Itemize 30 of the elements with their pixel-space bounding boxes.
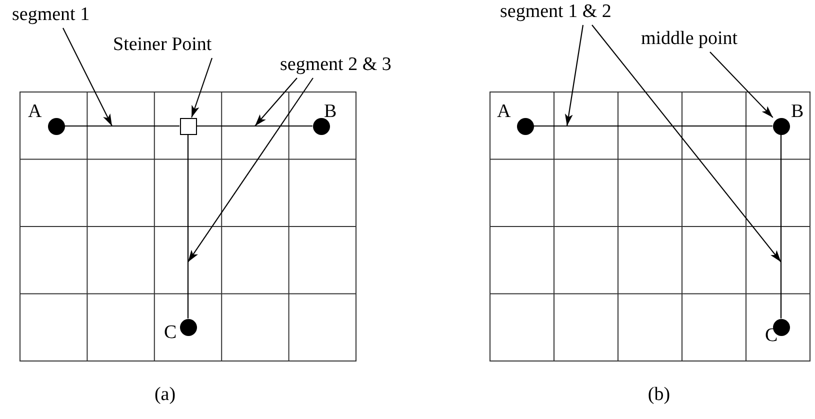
callout-label: middle point — [641, 29, 738, 49]
callout-label: segment 1 — [12, 5, 90, 25]
leader-line — [592, 24, 782, 262]
point-label: C — [164, 323, 177, 343]
route-wire — [196, 125, 312, 127]
terminal-dot — [772, 118, 790, 134]
route-wire — [64, 125, 180, 127]
leader-line — [62, 28, 112, 126]
route-wire — [534, 125, 772, 127]
point-label: B — [791, 102, 804, 122]
leader-line — [254, 78, 298, 126]
terminal-dot — [180, 318, 196, 336]
leader-line — [188, 78, 314, 262]
terminal-dot — [516, 118, 534, 134]
panel-caption: (b) — [648, 385, 670, 405]
leader-line — [191, 58, 213, 118]
terminal-dot — [312, 118, 330, 134]
point-label: A — [28, 102, 42, 122]
panel-caption: (a) — [154, 385, 176, 405]
point-label: B — [324, 102, 337, 122]
callout-label: segment 2 & 3 — [280, 55, 392, 75]
point-label: A — [497, 102, 511, 122]
route-wire — [780, 134, 782, 318]
terminal-dot — [48, 118, 64, 134]
steiner-square — [180, 118, 196, 134]
callout-label: segment 1 & 2 — [500, 2, 612, 22]
route-wire — [187, 134, 189, 318]
leader-line — [564, 24, 584, 126]
leader-line — [710, 52, 774, 118]
callout-label: Steiner Point — [113, 35, 212, 55]
